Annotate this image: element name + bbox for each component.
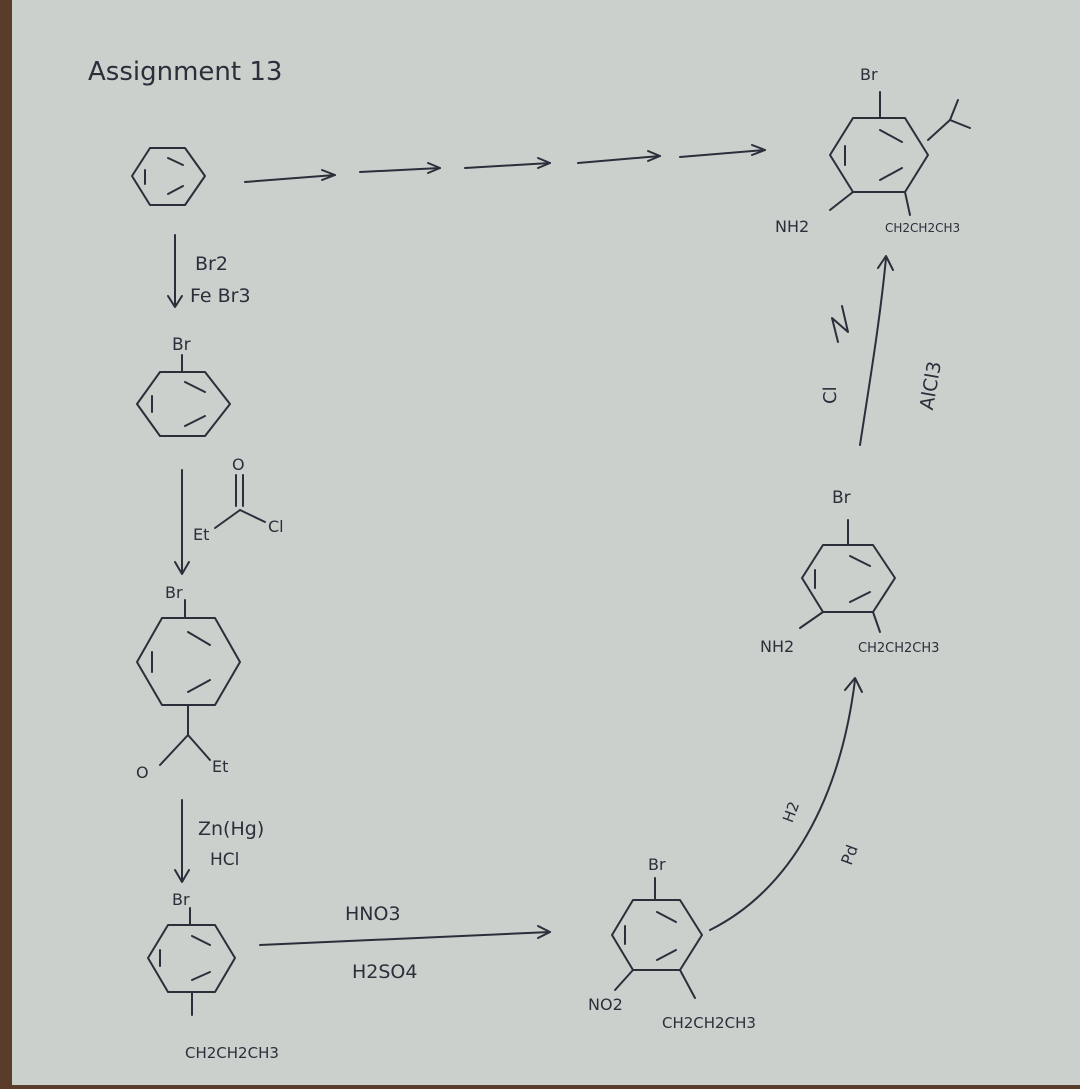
assignment-title: Assignment 13 <box>88 57 282 87</box>
nitro-br-label: Br <box>648 855 666 874</box>
reagent-hcl: HCl <box>210 850 239 870</box>
target-propyl-label: CH2CH2CH3 <box>885 221 960 235</box>
target-ring <box>829 91 971 216</box>
target-nh2-label: NH2 <box>775 217 809 236</box>
reagent-znhg: Zn(Hg) <box>198 818 264 840</box>
propyl-chloride-structure <box>831 305 849 343</box>
amine-propyl-label: CH2CH2CH3 <box>858 641 939 656</box>
step6-arrow <box>859 255 894 446</box>
nitro-group-label: NO2 <box>588 995 623 1014</box>
step1-arrow <box>167 234 183 308</box>
amine-ring <box>799 519 896 633</box>
bromobenzene-ring <box>136 354 231 437</box>
reagent-hno3: HNO3 <box>345 903 401 925</box>
carbonyl-oxygen: O <box>232 455 245 474</box>
ketone-et-label: Et <box>212 757 228 776</box>
bromobenzene-br-label: Br <box>172 335 191 355</box>
propylbromobenzene-ring <box>147 907 236 1016</box>
target-br-label: Br <box>860 65 878 84</box>
reagent-et: Et <box>193 525 209 544</box>
propyl-br-label: Br <box>172 890 190 909</box>
desk-edge <box>0 0 12 1085</box>
step5-arrow <box>709 677 863 931</box>
reagent-br2: Br2 <box>195 253 228 275</box>
multistep-arrows <box>244 144 766 183</box>
ketone-ring <box>136 599 241 766</box>
step3-arrow <box>174 799 190 883</box>
reagent-cl-propyl: Cl <box>820 386 841 404</box>
amine-br-label: Br <box>832 488 851 508</box>
benzene-ring <box>131 147 206 206</box>
reagent-febr3: Fe Br3 <box>190 285 251 307</box>
nitro-propyl-label: CH2CH2CH3 <box>662 1014 756 1032</box>
ketone-oxygen: O <box>136 763 149 782</box>
step2-arrow <box>174 469 190 575</box>
paper-sheet <box>10 0 1080 1085</box>
ketone-br-label: Br <box>165 583 183 602</box>
reagent-h2so4: H2SO4 <box>352 961 417 983</box>
propanoyl-chloride <box>214 474 266 529</box>
step4-arrow <box>259 925 551 946</box>
reagent-cl: Cl <box>268 517 284 536</box>
propyl-chain-label: CH2CH2CH3 <box>185 1044 279 1062</box>
nitro-ring <box>611 877 703 999</box>
amine-nh2-label: NH2 <box>760 637 794 656</box>
